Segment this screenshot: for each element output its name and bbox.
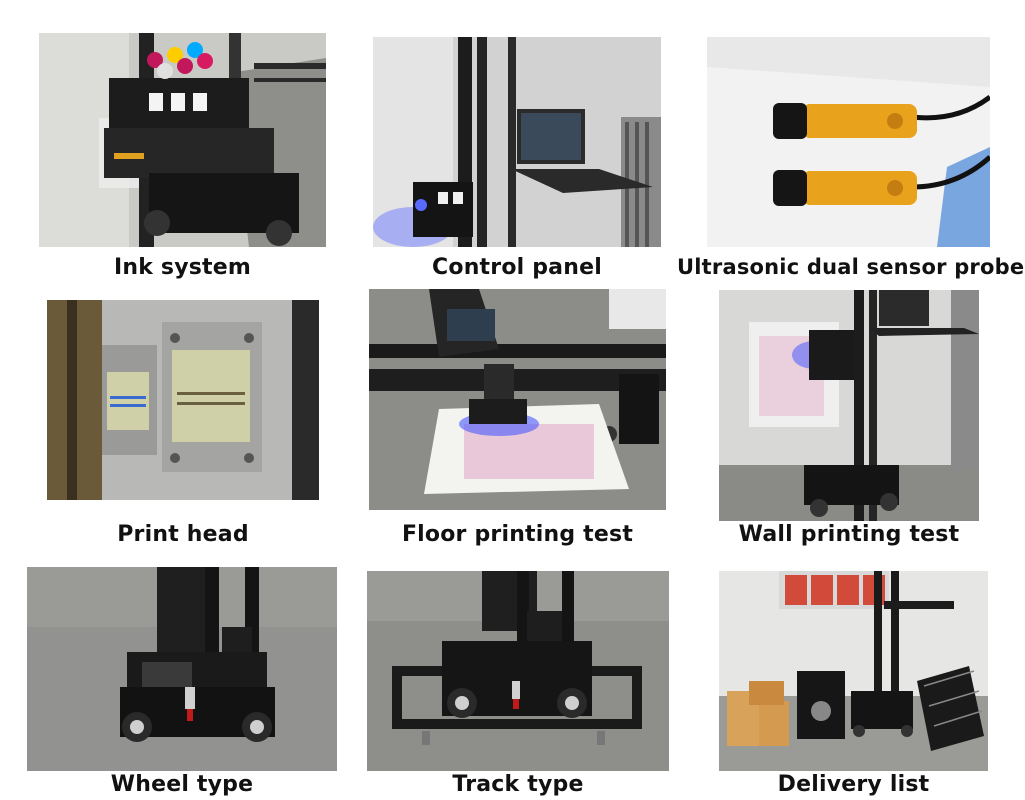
- caption-wheel-type: Wheel type: [110, 772, 254, 797]
- wall-printing-photo: [719, 290, 979, 521]
- caption-control-panel: Control panel: [432, 255, 602, 280]
- track-type-photo: [367, 571, 669, 771]
- caption-delivery-list: Delivery list: [777, 772, 930, 797]
- sensor-probe-photo: [707, 37, 990, 247]
- caption-floor-printing: Floor printing test: [401, 522, 634, 547]
- print-head-photo: [47, 300, 319, 500]
- caption-ink-system: Ink system: [113, 255, 252, 280]
- floor-printing-photo: [369, 289, 666, 510]
- ink-system-photo: [39, 33, 326, 247]
- caption-print-head: Print head: [117, 522, 249, 547]
- wheel-type-photo: [27, 567, 337, 771]
- control-panel-photo: [373, 37, 661, 247]
- caption-wall-printing: Wall printing test: [738, 522, 960, 547]
- caption-sensor-probe: Ultrasonic dual sensor probe: [677, 255, 1025, 279]
- delivery-list-photo: [719, 571, 988, 771]
- caption-track-type: Track type: [452, 772, 584, 797]
